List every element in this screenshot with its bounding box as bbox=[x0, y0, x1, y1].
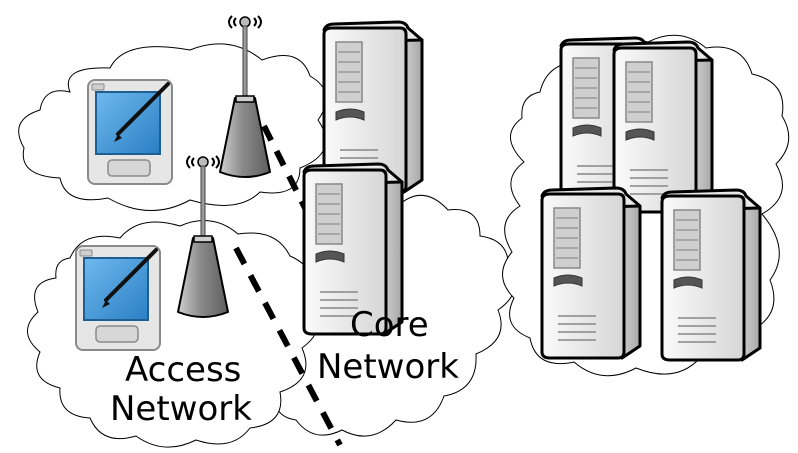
datacenter-server-2 bbox=[612, 40, 714, 214]
core-network-label-line2: Network bbox=[317, 347, 459, 387]
datacenter-server-3 bbox=[540, 186, 642, 360]
access-network-label-line1: Access bbox=[125, 350, 241, 390]
dashed-link-top bbox=[261, 124, 309, 212]
dashed-link-bottom bbox=[233, 246, 343, 447]
pda-device-icon-top bbox=[86, 78, 174, 186]
pda-device-icon-bottom bbox=[74, 244, 162, 352]
core-network-label-line1: Core bbox=[350, 305, 429, 345]
access-network-label-line2: Network bbox=[110, 389, 252, 429]
datacenter-server-4 bbox=[660, 188, 762, 362]
